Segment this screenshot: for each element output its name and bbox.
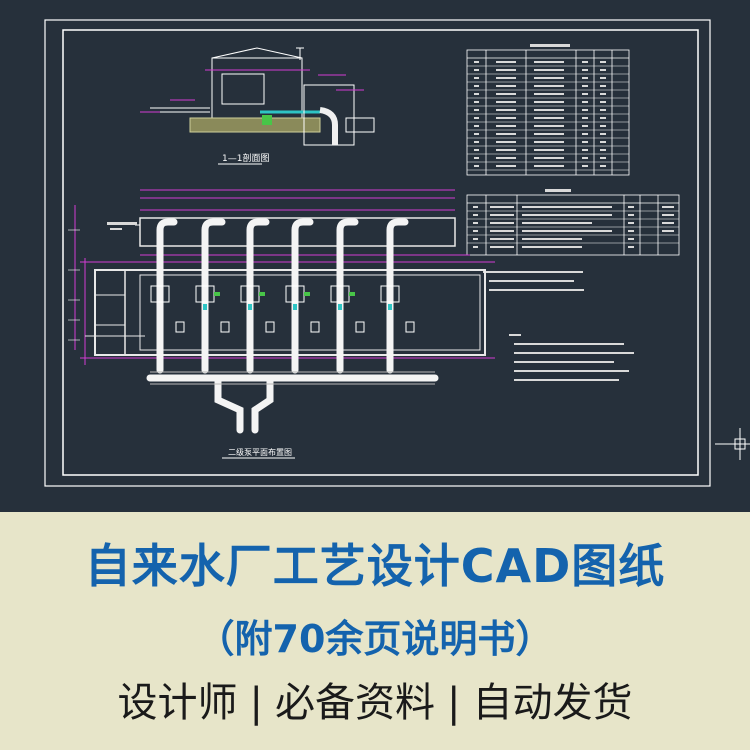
left-labels [107, 222, 137, 230]
tagline: 设计师|必备资料|自动发货 [0, 670, 750, 728]
pipe-outlines [150, 371, 435, 385]
inner-frame [62, 29, 699, 476]
product-title: 自来水厂工艺设计CAD图纸 [84, 539, 666, 593]
tag-separator: | [249, 680, 263, 726]
cad-drawing: 1—1剖面图 [44, 19, 750, 487]
materials-table-text-marks [473, 189, 674, 248]
pump-motors [214, 292, 355, 296]
crosshair-cursor-icon [715, 428, 750, 460]
section-label: 1—1剖面图 [222, 152, 269, 164]
tag-essential: 必备资料 [275, 680, 435, 726]
pipes [146, 218, 439, 434]
section-view [140, 47, 375, 146]
pump-units [150, 285, 415, 333]
dimension-ticks [68, 229, 80, 341]
cad-drawing-panel: 1—1剖面图 [0, 0, 750, 512]
product-subtitle: （附70余页说明书） [196, 617, 554, 661]
tag-separator: | [447, 680, 461, 726]
pump-station-plan [74, 189, 495, 365]
outer-frame [44, 19, 711, 487]
tag-auto-delivery: 自动发货 [472, 680, 633, 726]
equipment-table-rows [467, 65, 629, 171]
equipment-table-text-marks [474, 44, 606, 167]
materials-table [466, 194, 680, 256]
equipment-table [466, 49, 630, 176]
cyan-valves [203, 304, 392, 310]
plan-label: 二级泵平面布置图 [228, 447, 292, 457]
annotation-text-marks [483, 271, 634, 381]
tag-designer: 设计师 [117, 680, 238, 726]
materials-table-rows [467, 210, 679, 244]
